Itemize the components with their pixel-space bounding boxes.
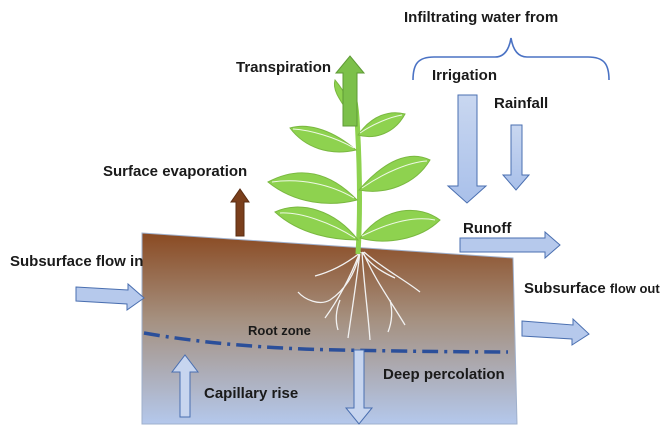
subsurface-in-arrow [75, 282, 145, 311]
subsurface-in-label: Subsurface flow in [10, 253, 143, 270]
infiltration-brace [412, 37, 610, 81]
plant-roots [297, 251, 421, 341]
capillary-rise-label: Capillary rise [204, 385, 298, 402]
irrigation-arrow [446, 94, 488, 204]
transpiration-arrow [334, 55, 366, 127]
subsurface-out-label: Subsurface flow out [524, 280, 660, 297]
infiltrating-label: Infiltrating water from [404, 9, 558, 26]
evaporation-arrow [230, 188, 250, 237]
root-zone-label: Root zone [248, 323, 311, 338]
subsurface-out-arrow [521, 317, 590, 346]
deep-percolation-arrow [344, 349, 374, 425]
soil-block [141, 232, 518, 425]
rainfall-label: Rainfall [494, 95, 548, 112]
transpiration-label: Transpiration [236, 59, 331, 76]
capillary-rise-arrow [170, 354, 200, 418]
surface-evaporation-label: Surface evaporation [103, 163, 247, 180]
runoff-label: Runoff [463, 220, 512, 237]
water-table-line [143, 331, 509, 354]
deep-percolation-label: Deep percolation [383, 366, 505, 383]
irrigation-label: Irrigation [432, 67, 497, 84]
leaf-veins [271, 114, 436, 239]
runoff-arrow [459, 230, 561, 260]
rainfall-arrow [501, 124, 531, 191]
